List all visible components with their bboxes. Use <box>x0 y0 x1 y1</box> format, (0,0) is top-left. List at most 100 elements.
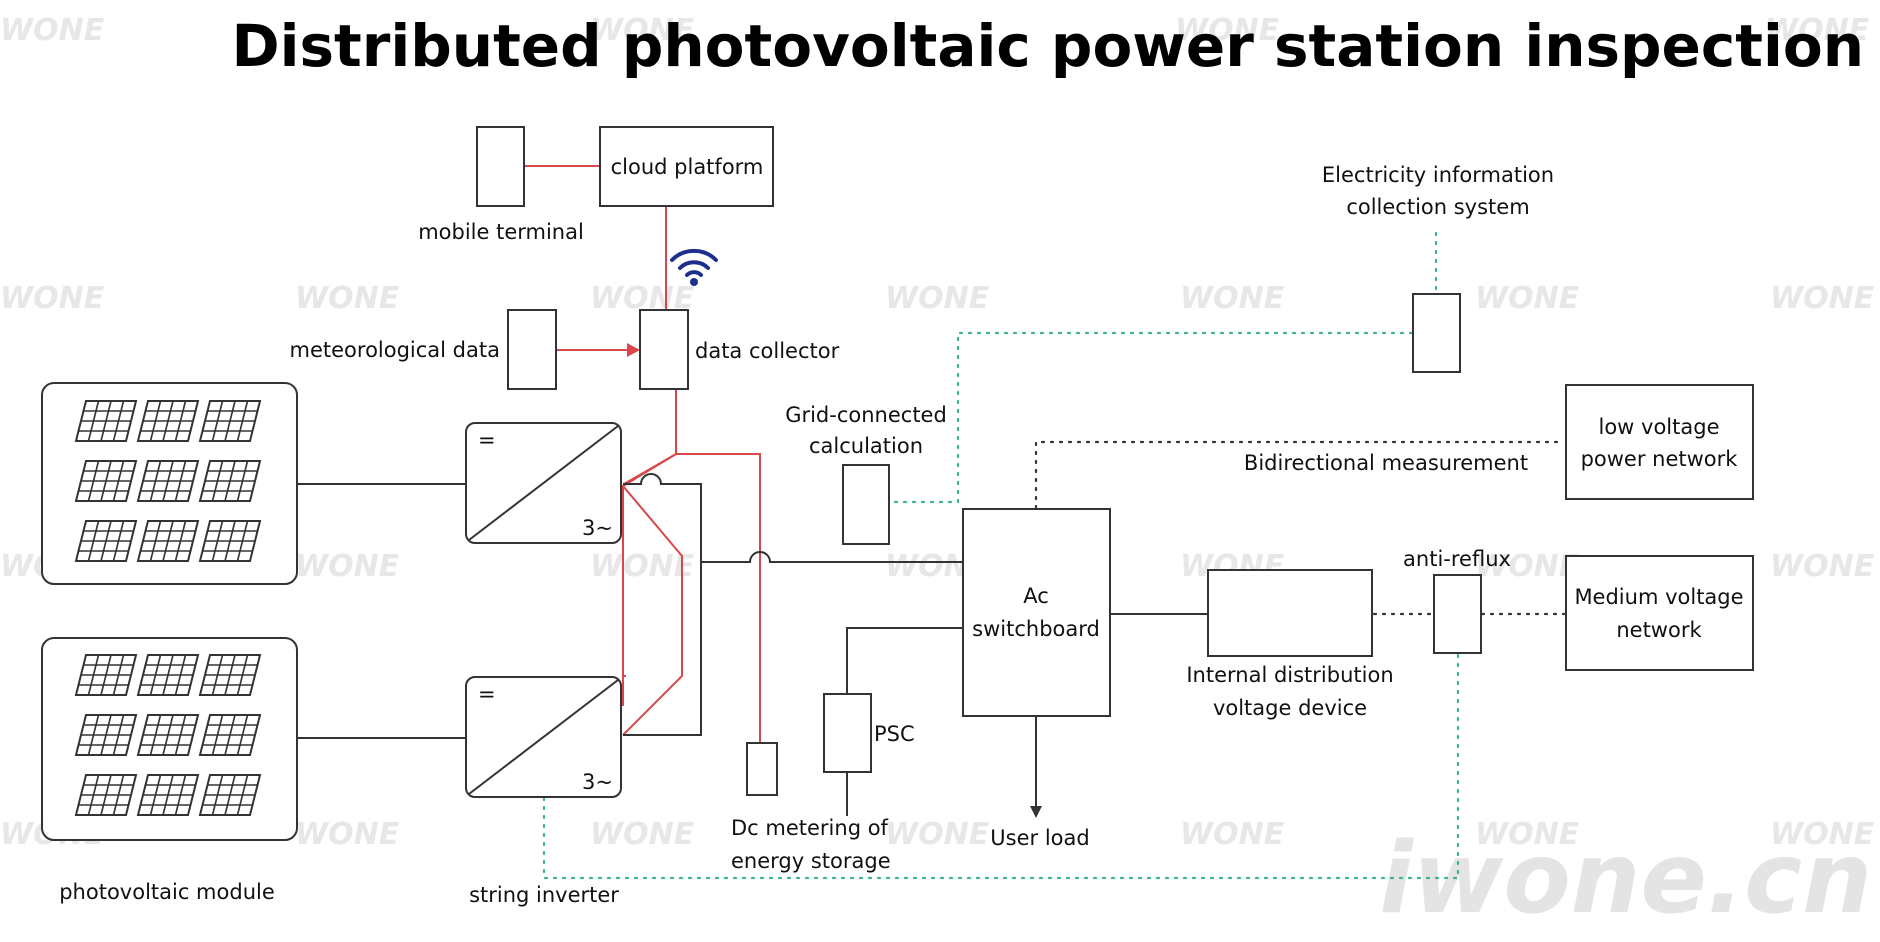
psc-label: PSC <box>874 722 915 746</box>
arrowhead <box>627 343 640 357</box>
watermark: WONE <box>1175 13 1280 48</box>
watermark: WONE <box>885 817 990 852</box>
panel-gridline <box>162 520 174 562</box>
panel-gridline <box>162 714 174 756</box>
eics-label-line1: Electricity information <box>1322 163 1554 187</box>
watermark: WONE <box>1180 281 1285 316</box>
panel-gridline <box>211 400 224 442</box>
low-voltage-label-line1: low voltage <box>1599 415 1720 439</box>
panel-gridline <box>224 714 236 756</box>
panel-gridline <box>149 774 162 816</box>
panel-gridline <box>87 520 100 562</box>
eics-label-line2: collection system <box>1346 195 1529 219</box>
grid-calculation-meter-box <box>842 464 890 545</box>
ac-switchboard-box <box>962 508 1111 717</box>
panel-gridline <box>211 774 224 816</box>
panel-gridline <box>112 460 125 502</box>
panel-gridline <box>112 520 125 562</box>
anti-reflux-box <box>1433 574 1482 654</box>
string-inverter-1: = 3~ <box>465 422 622 544</box>
watermark: WONE <box>590 13 695 48</box>
watermark: WONE <box>1180 817 1285 852</box>
solar-panel-array <box>74 654 262 816</box>
watermark: WONE <box>1770 817 1875 852</box>
panel-gridline <box>211 654 224 696</box>
panel-gridline <box>236 400 249 442</box>
bidirectional-link <box>1034 440 1566 510</box>
watermark: WONE <box>295 817 400 852</box>
panel-gridline <box>162 400 174 442</box>
panel-gridline <box>87 714 100 756</box>
collector-to-inverter1 <box>623 453 677 485</box>
watermark: WONE <box>0 281 105 316</box>
panel-gridline <box>149 520 162 562</box>
bidirectional-label: Bidirectional measurement <box>1244 451 1528 475</box>
psc-box <box>823 693 872 773</box>
dc-meter-label-line1: Dc metering of <box>731 816 889 840</box>
panel-gridline <box>100 520 112 562</box>
panel-gridline <box>87 400 100 442</box>
watermark: WONE <box>1475 817 1580 852</box>
inverter-diagonal <box>468 679 619 795</box>
mobile-terminal-box <box>476 126 525 207</box>
low-voltage-network-box <box>1565 384 1754 500</box>
dc-meter-box <box>746 742 778 796</box>
string-inverter-label: string inverter <box>469 883 619 907</box>
data-collector-label: data collector <box>695 339 840 363</box>
medium-voltage-network-box <box>1565 555 1754 671</box>
watermark: WONE <box>295 281 400 316</box>
panel-gridline <box>149 714 162 756</box>
inverter-antireflux-link <box>542 650 1460 880</box>
inverter-diagonal <box>468 425 619 541</box>
panel-gridline <box>211 520 224 562</box>
arrowhead <box>1030 806 1042 818</box>
grid-calc-label-line1: Grid-connected <box>785 403 947 427</box>
panel-gridline <box>162 774 174 816</box>
grid-calc-label-line2: calculation <box>809 434 923 458</box>
cloud-platform-label: cloud platform <box>611 155 764 179</box>
panel-gridline <box>87 654 100 696</box>
bus-to-inverter1 <box>622 485 683 736</box>
panel-gridline <box>236 714 249 756</box>
data-collector-box <box>639 309 689 390</box>
panel-gridline <box>87 774 100 816</box>
watermark: WONE <box>885 281 990 316</box>
pv-module-1 <box>41 382 298 585</box>
measurement-links <box>542 231 1566 880</box>
ac-switchboard-label-line1: Ac <box>1023 584 1049 608</box>
page-title: Distributed photovoltaic power station i… <box>232 12 1865 80</box>
panel-gridline <box>224 520 236 562</box>
panel-gridline <box>100 774 112 816</box>
internal-distribution-label-line2: voltage device <box>1213 696 1367 720</box>
panel-gridline <box>149 400 162 442</box>
watermark: WONE <box>295 549 400 584</box>
panel-gridline <box>162 654 174 696</box>
panel-gridline <box>174 654 187 696</box>
panel-gridline <box>149 654 162 696</box>
panel-gridline <box>112 654 125 696</box>
pv-module-2 <box>41 637 298 841</box>
panel-gridline <box>236 520 249 562</box>
panel-gridline <box>100 714 112 756</box>
watermark: WONE <box>1770 281 1875 316</box>
watermark: WONE <box>1770 549 1875 584</box>
watermark: WONE <box>1475 549 1580 584</box>
anti-reflux-label: anti-reflux <box>1403 547 1511 571</box>
solar-panel-array <box>74 400 262 562</box>
site-watermark: iwone.cn <box>1379 822 1872 936</box>
watermark: WONE <box>0 13 105 48</box>
data-links <box>525 165 761 742</box>
panel-gridline <box>236 654 249 696</box>
panel-gridline <box>162 460 174 502</box>
meteorological-data-label: meteorological data <box>290 338 500 362</box>
ac-symbol: 3~ <box>582 516 613 540</box>
dc-symbol: = <box>478 682 496 706</box>
panel-gridline <box>174 714 187 756</box>
panel-gridline <box>100 400 112 442</box>
panel-gridline <box>112 400 125 442</box>
inverter1-output-line <box>623 473 702 562</box>
panel-gridline <box>236 460 249 502</box>
panel-gridline <box>100 460 112 502</box>
panel-gridline <box>149 460 162 502</box>
medium-voltage-label-line2: network <box>1616 618 1702 642</box>
